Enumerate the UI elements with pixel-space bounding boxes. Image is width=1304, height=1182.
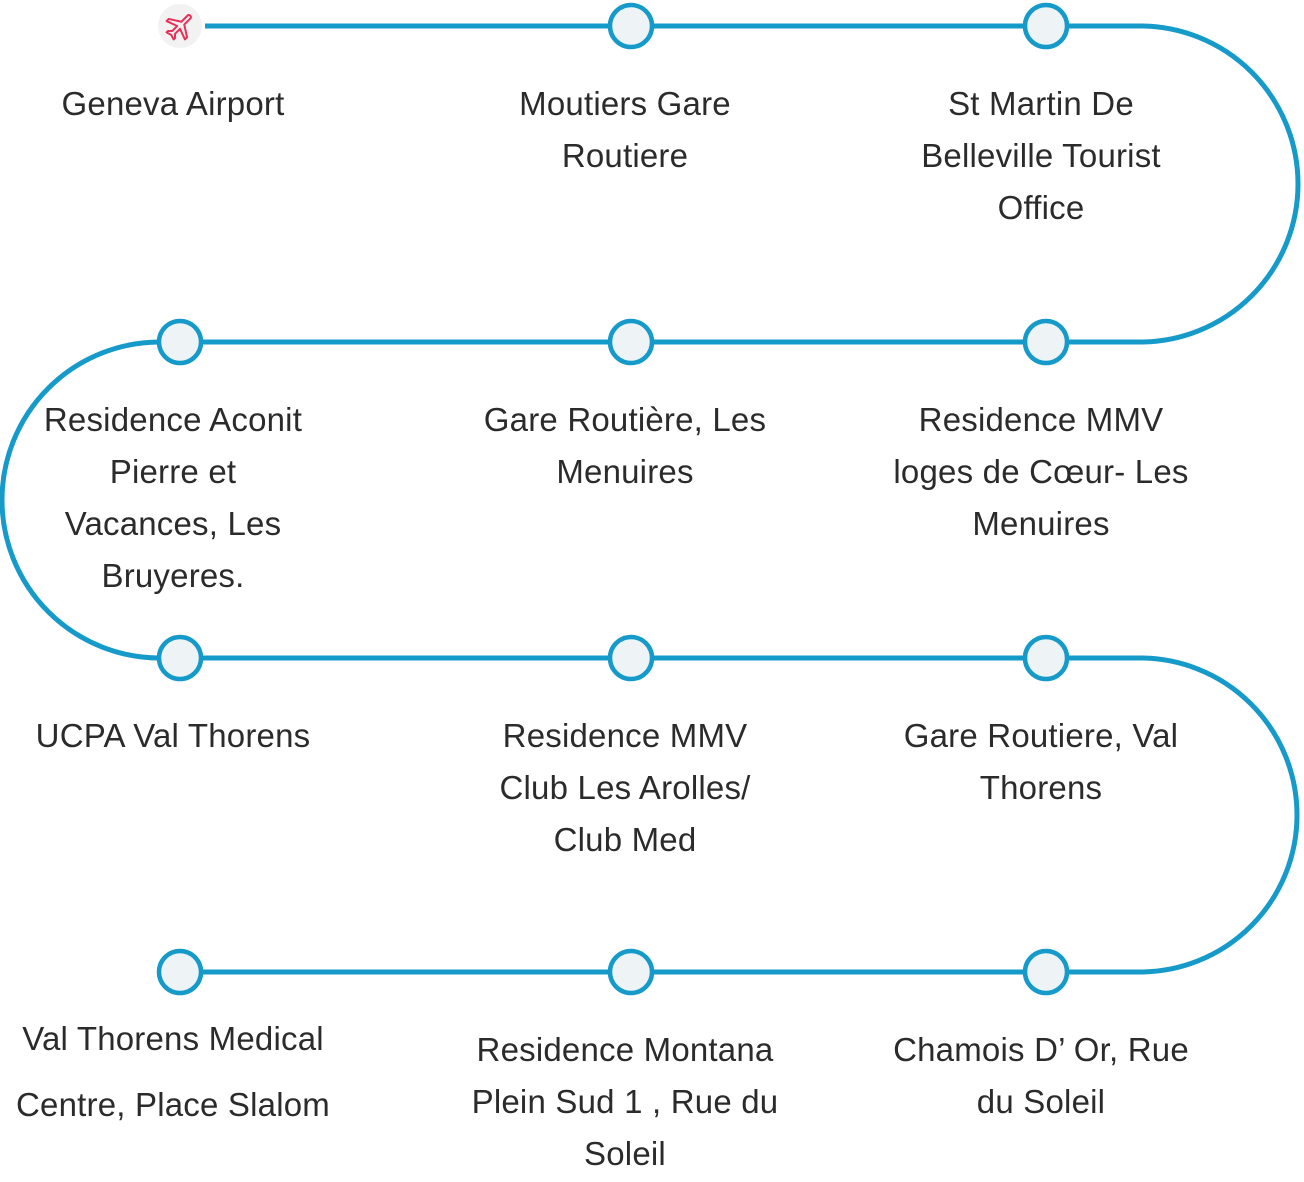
stops-layer: [156, 2, 1070, 996]
stop-label: Residence MMV Club Les Arolles/ Club Med: [499, 717, 751, 858]
stop-marker: [607, 318, 655, 366]
stop-marker: [1022, 948, 1070, 996]
stop-marker: [156, 318, 204, 366]
stop-label: Geneva Airport: [61, 85, 285, 122]
stop-label: St Martin De Belleville Tourist Office: [921, 85, 1161, 226]
stop-marker: [607, 634, 655, 682]
stop-label: UCPA Val Thorens: [35, 717, 311, 754]
stop-marker: [607, 2, 655, 50]
stop-marker: [607, 948, 655, 996]
route-line: [0, 23, 1301, 975]
stop-marker: [1022, 634, 1070, 682]
stop-marker: [156, 634, 204, 682]
stop-label: Moutiers Gare Routiere: [519, 85, 731, 174]
stop-marker: [1022, 2, 1070, 50]
stop-label: Residence Montana Plein Sud 1 , Rue du S…: [471, 1031, 779, 1172]
stop-label: Chamois D’ Or, Rue du Soleil: [893, 1031, 1189, 1120]
stop-label: Val Thorens Medical Centre, Place Slalom: [16, 1020, 330, 1123]
stop-label: Gare Routière, Les Menuires: [483, 401, 767, 490]
stop-marker: [1022, 318, 1070, 366]
stop-label: Residence Aconit Pierre et Vacances, Les…: [43, 401, 303, 594]
stop-label: Residence MMV loges de Cœur- Les Menuire…: [893, 401, 1189, 542]
stop-marker: [156, 948, 204, 996]
stop-label: Gare Routiere, Val Thorens: [903, 717, 1179, 806]
airplane-icon: [158, 4, 202, 48]
